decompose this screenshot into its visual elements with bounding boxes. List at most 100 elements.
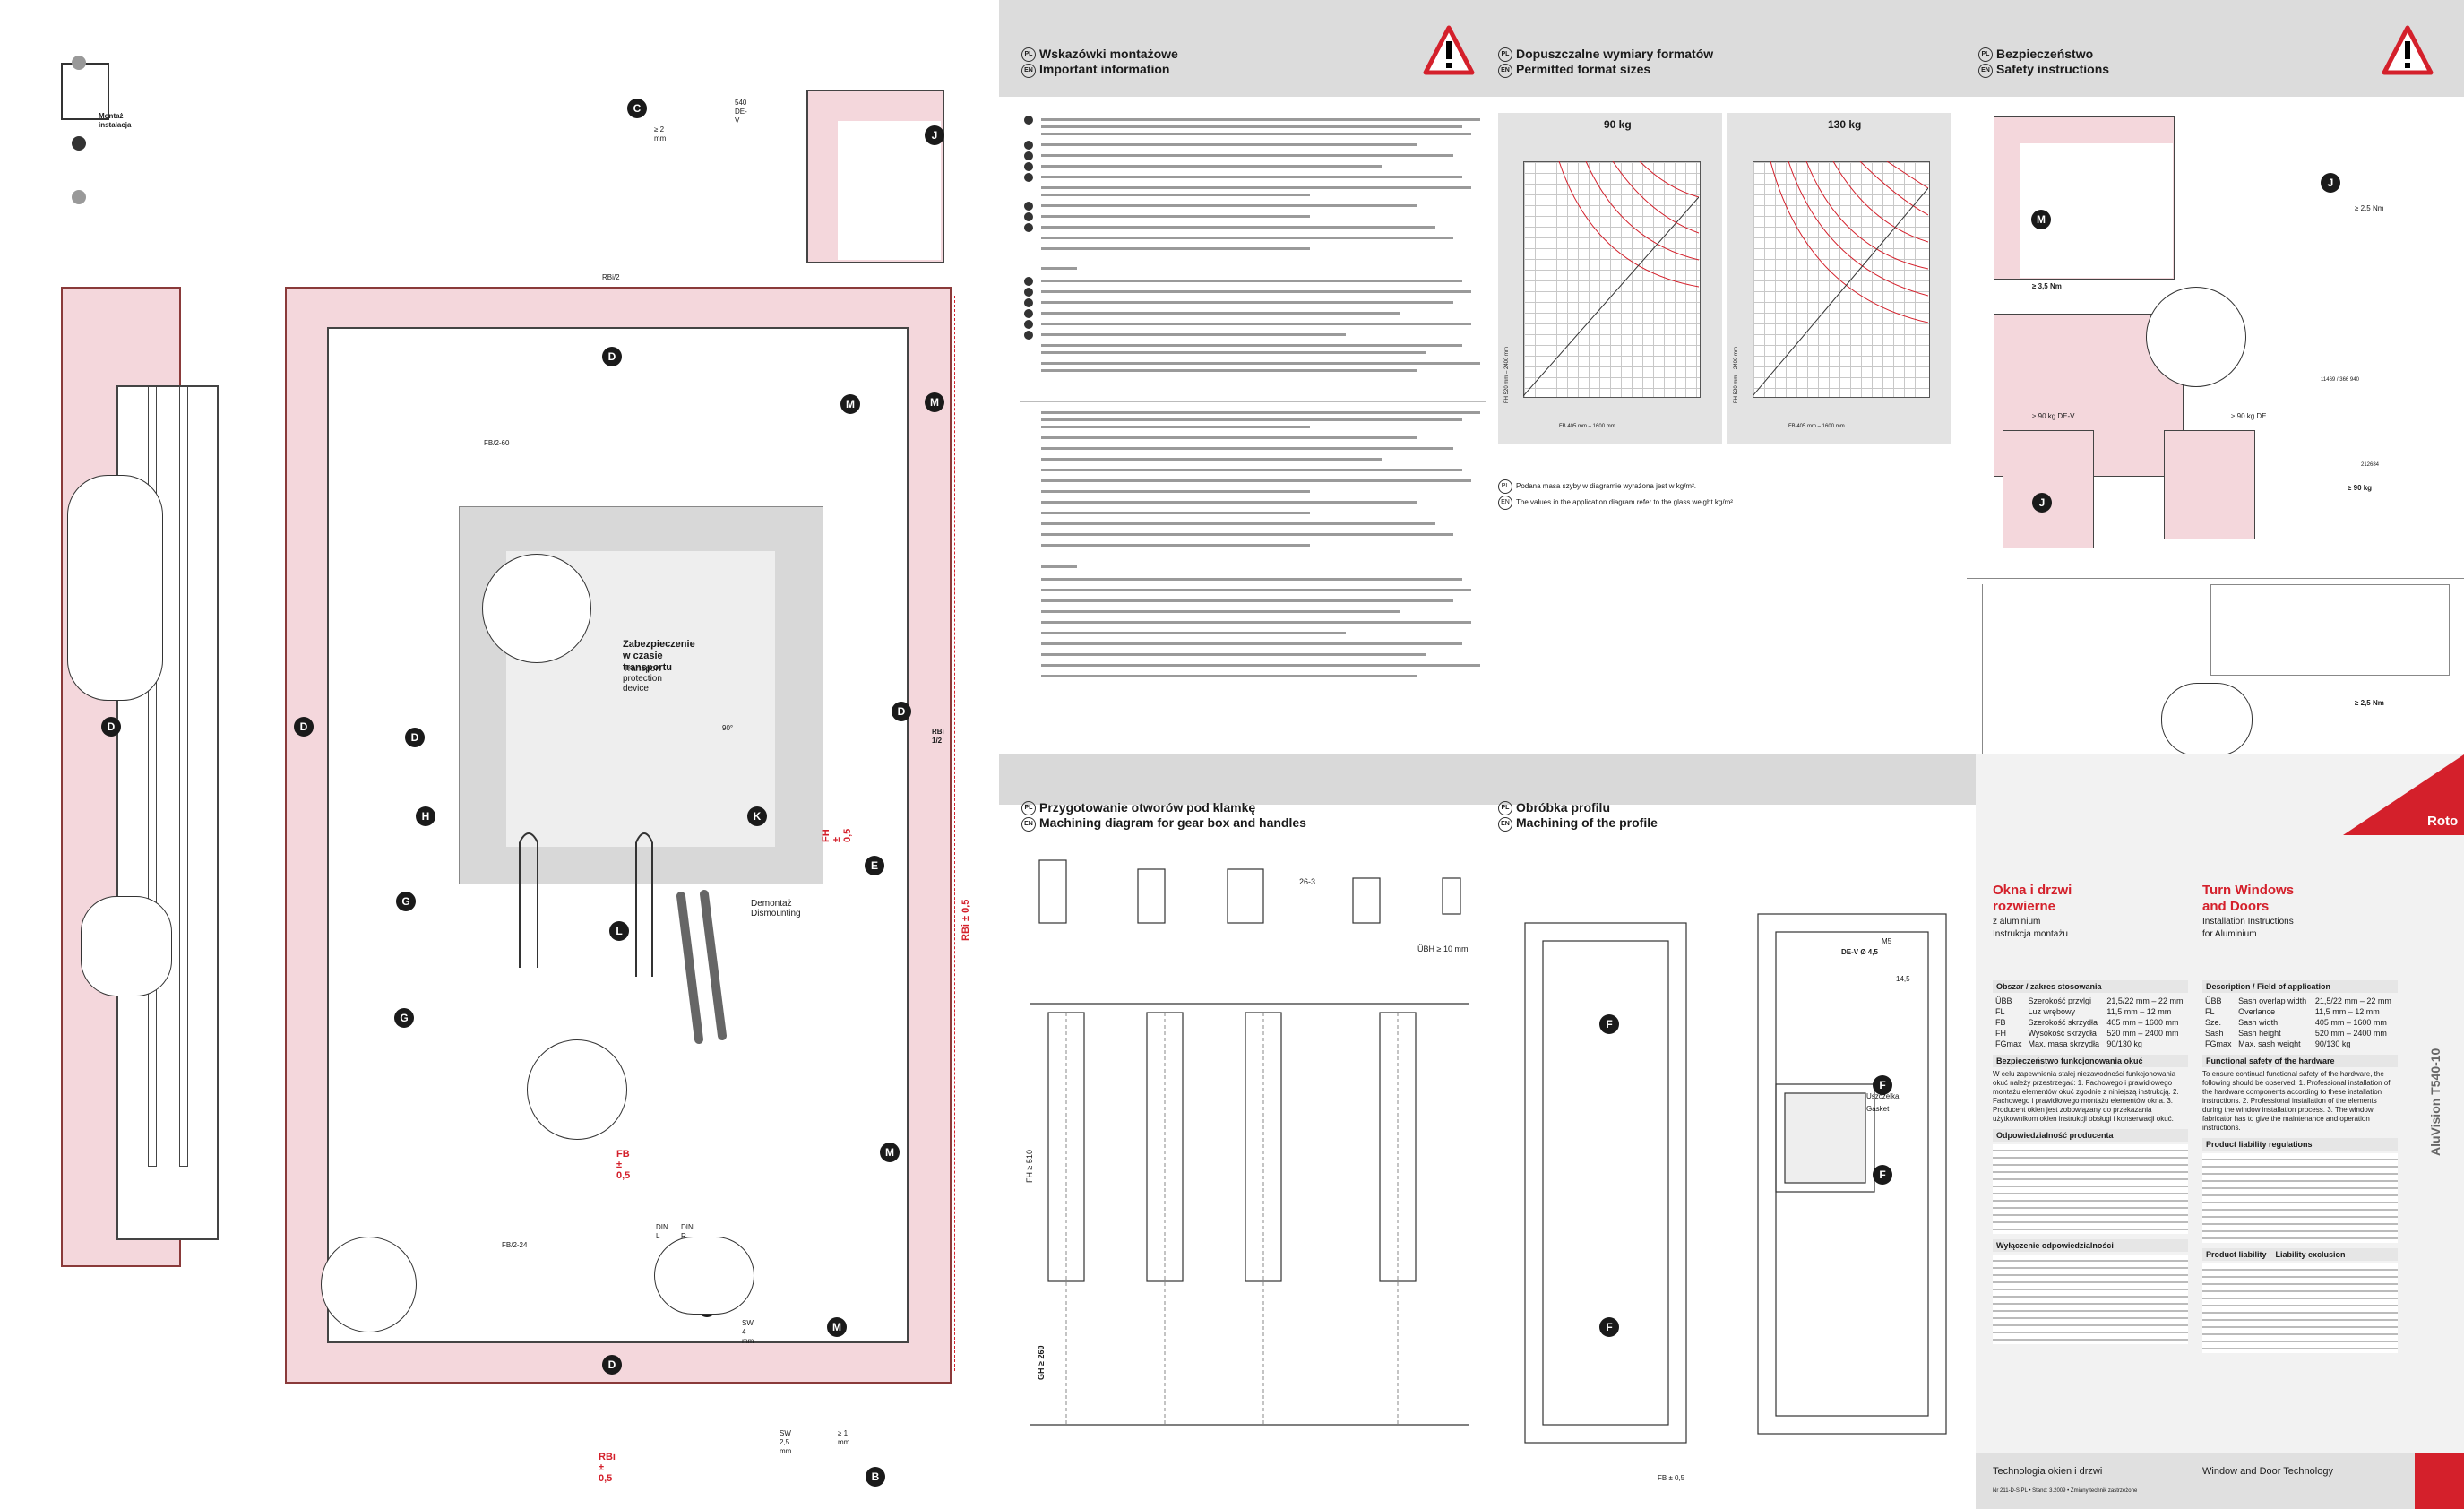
sec-pl-2: Odpowiedzialność producenta — [1993, 1129, 2188, 1142]
chart-130kg-title: 130 kg — [1828, 118, 1862, 131]
gearbox-dim: 26-3 — [1299, 877, 1316, 886]
cover-sub-en: Installation Instructions — [2202, 917, 2294, 927]
gap-label: ≥ 2 mm — [654, 125, 667, 142]
hardware-rail-2 — [179, 385, 188, 1167]
callout-d3: D — [101, 717, 121, 737]
chart-90-xlabel: FB 405 mm – 1600 mm — [1559, 424, 1615, 429]
callout-g2: G — [396, 892, 416, 911]
gearbox-ubh: ÜBH ≥ 10 mm — [1417, 944, 1469, 953]
sw4-label: SW 4 mm — [742, 1319, 754, 1345]
cover-sub-pl: z aluminium — [1993, 917, 2041, 927]
rbi-half-label: RBi 1/2 — [932, 728, 944, 745]
chart-130kg-curves — [1753, 161, 1928, 396]
safety-kg90de: ≥ 90 kg DE — [2231, 412, 2267, 420]
sw25-label: SW 2,5 mm — [780, 1429, 792, 1455]
cover-inst-en: for Aluminium — [2202, 929, 2257, 939]
product-name: AluVision T540-10 — [2428, 1048, 2442, 1156]
roto-logo: Roto — [2343, 754, 2464, 835]
callout-e: E — [865, 856, 884, 875]
callout-d5: D — [405, 728, 425, 747]
transport-subtitle: Transport protection device — [623, 664, 662, 694]
callout-j-safety: J — [2321, 173, 2340, 193]
transport-title: Zabezpieczenie w czasie transportu — [623, 639, 695, 673]
text-en: To ensure continual functional safety of… — [2202, 1070, 2391, 1132]
callout-j-safety2: J — [2032, 493, 2052, 513]
field-en-head: Description / Field of application — [2202, 980, 2398, 993]
profile-gasket-en: Gasket — [1866, 1105, 1890, 1113]
rbi-dim-bottom: RBi ± 0,5 — [599, 1452, 616, 1484]
rbi2-label: RBi/2 — [602, 273, 620, 281]
chart-90-ylabel: FH 520 mm – 2400 mm — [1504, 346, 1510, 403]
sec-en-3: Product liability – Liability exclusion — [2202, 1248, 2398, 1261]
safety-kg90dev: ≥ 90 kg DE-V — [2032, 412, 2075, 420]
profile-dim145: 14,5 — [1896, 975, 1910, 983]
safety-nm25: ≥ 2,5 Nm — [2355, 204, 2384, 212]
hardware-rail-1 — [148, 385, 157, 1167]
important-text-en — [1020, 408, 1486, 703]
footer-en: Window and Door Technology — [2202, 1466, 2333, 1477]
installation-panel: Montaż instalacja Zabezpieczenie w czasi… — [0, 0, 952, 1509]
profile-de: DE-V Ø 4,5 — [1841, 948, 1878, 956]
callout-m2: M — [827, 1317, 847, 1337]
corner-detail-inner — [838, 121, 941, 260]
fb224-label: FB/2-24 — [502, 1241, 528, 1249]
dinr-label: DIN R — [681, 1223, 694, 1240]
callout-j: J — [925, 125, 944, 145]
callout-f3: F — [1873, 1075, 1892, 1095]
cover-title-pl: Okna i drzwi rozwierne — [1993, 883, 2072, 914]
divider-line — [1020, 401, 1486, 402]
sec-en-2: Product liability regulations — [2202, 1138, 2398, 1151]
footer-pl: Technologia okien i drzwi — [1993, 1466, 2103, 1477]
handles-drawing — [519, 832, 727, 1044]
sec-pl-1: Bezpieczeństwo funkcjonowania okuć — [1993, 1055, 2188, 1067]
sec-pl-3: Wyłączenie odpowiedzialności — [1993, 1239, 2188, 1252]
important-text-pl — [1020, 115, 1486, 392]
magnifier-left — [321, 1237, 417, 1332]
de540-label: 540 DE-V — [735, 99, 747, 125]
detail-bubble-bottom — [81, 896, 172, 996]
callout-f4: F — [1873, 1165, 1892, 1185]
text-pl: W celu zapewnienia stałej niezawodności … — [1993, 1070, 2179, 1123]
chart-130kg-grid — [1753, 161, 1930, 398]
footer-code: Nr 211-D-S PL • Stand: 3.2009 • Zmiany t… — [1993, 1488, 2138, 1494]
callout-b: B — [866, 1467, 885, 1487]
cover-title-en: Turn Windows and Doors — [2202, 883, 2295, 914]
callout-f1: F — [1599, 1014, 1619, 1034]
safety-rule — [1967, 578, 2464, 579]
footer-red-tab — [2415, 1453, 2464, 1509]
profile-gasket-pl: Uszczelka — [1866, 1092, 1900, 1100]
callout-g3: G — [394, 1008, 414, 1028]
mm1-label: ≥ 1 mm — [838, 1429, 850, 1446]
warning-icon-safety — [2382, 25, 2434, 75]
dinl-label: DIN L — [656, 1223, 668, 1240]
gearbox-band — [999, 754, 1976, 805]
cover-footer — [1976, 1453, 2415, 1509]
rbi-dim-right: RBi ± 0,5 — [961, 899, 971, 941]
chart-90kg-curves — [1523, 161, 1699, 396]
profile-fb: FB ± 0,5 — [1658, 1474, 1685, 1482]
callout-k: K — [747, 806, 767, 826]
deg90-label: 90° — [722, 724, 734, 732]
chart-130-ylabel: FH 520 mm – 2400 mm — [1734, 346, 1739, 403]
safety-drawing-bottom — [1982, 584, 2450, 763]
chart-130-xlabel: FB 405 mm – 1600 mm — [1788, 424, 1845, 429]
callout-d2: D — [602, 1355, 622, 1375]
magnifier-g — [482, 554, 591, 663]
profile-drawing — [1498, 851, 1973, 1479]
top-header-band — [999, 0, 2464, 97]
montaz-label: Montaż instalacja — [99, 112, 132, 129]
callout-m-safety: M — [2031, 210, 2051, 229]
sec-en-1: Functional safety of the hardware — [2202, 1055, 2398, 1067]
magnifier-bottom — [527, 1039, 627, 1140]
warning-icon — [1423, 25, 1475, 75]
callout-m3: M — [925, 392, 944, 412]
